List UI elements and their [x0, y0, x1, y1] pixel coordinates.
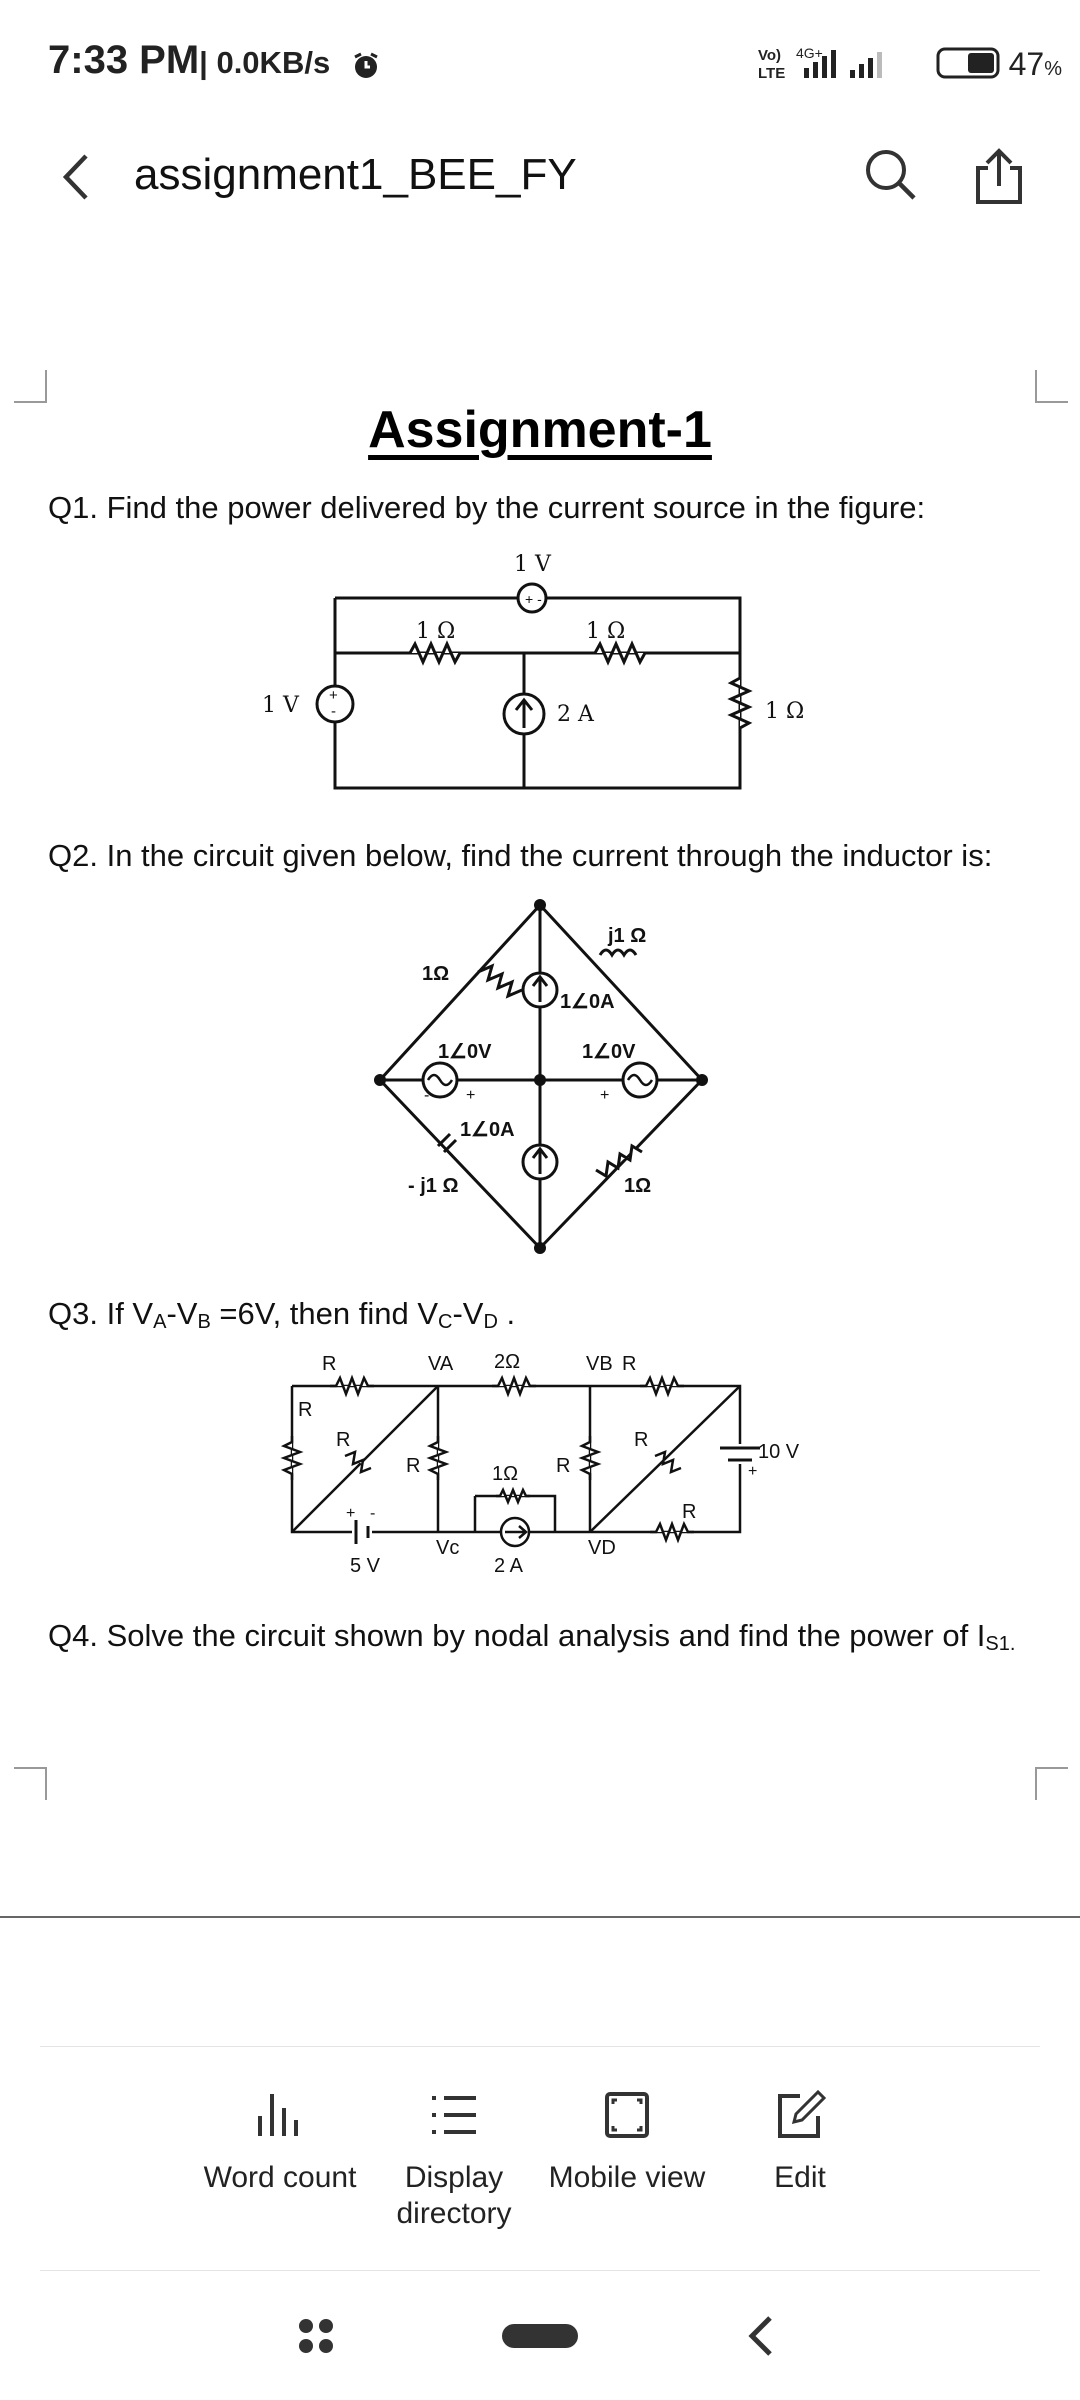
- label-r-right: 1 Ω: [586, 619, 625, 644]
- page-heading: Assignment-1: [368, 401, 712, 459]
- chevron-left-icon[interactable]: [56, 150, 96, 204]
- label-r-diag1: R: [336, 1429, 350, 1451]
- label-r2: R: [622, 1353, 636, 1375]
- crop-mark-bottom-right: [1035, 1767, 1068, 1800]
- question-1: Q1. Find the power delivered by the curr…: [48, 490, 926, 525]
- action-label: Edit: [774, 2161, 826, 2194]
- action-edit[interactable]: Edit: [700, 2090, 900, 2196]
- action-label: Display directory: [396, 2161, 512, 2230]
- label-10v: 10 V: [758, 1441, 800, 1463]
- edit-icon: [778, 2090, 827, 2138]
- label-vs-right: 1∠0V: [582, 1041, 636, 1063]
- label-c-bl: - j1 Ω: [408, 1175, 459, 1197]
- label-r-v2: R: [556, 1455, 570, 1477]
- home-pill-icon[interactable]: [502, 2324, 578, 2348]
- volte-label: Vo): [758, 47, 781, 64]
- vs-left-plus: +: [466, 1087, 475, 1104]
- alarm-icon: [354, 52, 378, 78]
- label-r-v1: R: [406, 1455, 420, 1477]
- label-cs-2a: 2 A: [494, 1555, 524, 1577]
- crop-mark-top-left: [14, 370, 47, 403]
- action-word-count[interactable]: Word count: [180, 2090, 380, 2196]
- label-vc: Vc: [436, 1537, 459, 1559]
- label-cs-bottom: 1∠0A: [460, 1119, 515, 1141]
- svg-text:-: -: [331, 703, 336, 720]
- mobile-view-icon: [605, 2092, 649, 2138]
- label-va: VA: [428, 1353, 454, 1375]
- label-r-bot: R: [682, 1501, 696, 1523]
- lte-label: LTE: [758, 65, 785, 82]
- label-5v: 5 V: [350, 1555, 381, 1577]
- bar-chart-icon: [258, 2094, 298, 2136]
- label-1v-left: 1 V: [262, 693, 300, 718]
- batt5-plus: +: [346, 1505, 355, 1522]
- label-r1: R: [322, 1353, 336, 1375]
- action-display-directory[interactable]: Display directory: [354, 2090, 554, 2232]
- circuit-diagram-1: + - +- 1 V 1 V 1 Ω 1 Ω 1 Ω 2 A: [262, 552, 804, 790]
- vs-right-plus: +: [600, 1087, 609, 1104]
- question-3: Q3. If VA-VB =6V, then find VC-VD .: [48, 1296, 516, 1333]
- question-4: Q4. Solve the circuit shown by nodal ana…: [48, 1618, 1016, 1655]
- batt10-plus: +: [748, 1463, 757, 1480]
- svg-text:+ -: + -: [525, 591, 542, 607]
- label-2ohm: 2Ω: [494, 1351, 520, 1373]
- label-cs-top: 1∠0A: [560, 991, 615, 1013]
- label-r-br: 1Ω: [624, 1175, 651, 1197]
- network-speed: | 0.0KB/s: [199, 45, 331, 80]
- svg-text:+: +: [329, 687, 338, 704]
- circuit-diagram-2: 1Ω j1 Ω 1∠0A 1∠0V 1∠0V 1∠0A - j1 Ω 1Ω - …: [374, 899, 708, 1254]
- crop-mark-top-right: [1035, 370, 1068, 403]
- search-icon[interactable]: [862, 146, 918, 202]
- label-r-far: 1 Ω: [765, 699, 804, 724]
- label-1ohm: 1Ω: [492, 1463, 518, 1485]
- back-chevron-icon[interactable]: [746, 2314, 776, 2358]
- label-r-diag2: R: [634, 1429, 648, 1451]
- label-vd: VD: [588, 1537, 616, 1559]
- label-vs-left: 1∠0V: [438, 1041, 492, 1063]
- label-r-tl: 1Ω: [422, 963, 449, 985]
- action-label: Mobile view: [548, 2161, 706, 2194]
- network-type: 4G+: [796, 45, 823, 61]
- crop-mark-bottom-left: [14, 1767, 47, 1800]
- label-r-left: 1 Ω: [416, 619, 455, 644]
- label-r-left: R: [298, 1399, 312, 1421]
- circuit-diagram-3: R VA 2Ω VB R R R R 1Ω R R R 10 V 5 V Vc …: [280, 1351, 800, 1577]
- label-vb: VB: [586, 1353, 613, 1375]
- action-bar-divider: [40, 2046, 1040, 2047]
- list-icon: [432, 2096, 476, 2134]
- nav-divider: [40, 2270, 1040, 2271]
- label-2a: 2 A: [557, 702, 595, 727]
- question-2: Q2. In the circuit given below, find the…: [48, 838, 993, 873]
- battery-percentage: 47%: [1008, 46, 1062, 82]
- network-signal-icon: Vo) LTE 4G+: [758, 45, 882, 82]
- menu-dots-icon[interactable]: [296, 2316, 336, 2356]
- status-time: 7:33 PM| 0.0KB/s: [48, 38, 331, 82]
- action-mobile-view[interactable]: Mobile view: [527, 2090, 727, 2196]
- share-icon[interactable]: [972, 146, 1026, 206]
- action-label: Word count: [203, 2161, 357, 2194]
- page-divider: [0, 1916, 1080, 1918]
- document-title: assignment1_BEE_FY: [134, 150, 577, 199]
- batt5-minus: -: [370, 1505, 375, 1522]
- battery-icon: [936, 47, 1000, 79]
- label-l-tr: j1 Ω: [607, 925, 646, 947]
- vs-left-minus: -: [424, 1087, 429, 1104]
- label-1v-top: 1 V: [514, 552, 552, 577]
